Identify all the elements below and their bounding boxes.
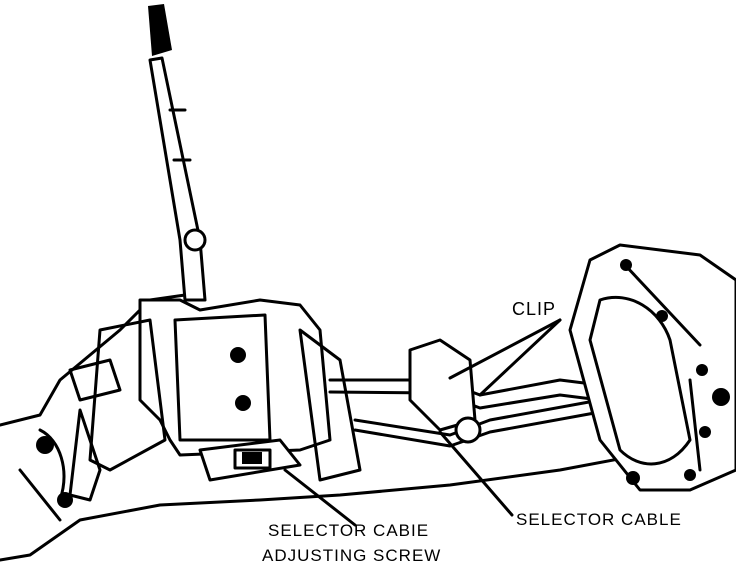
plate-stud: [712, 388, 730, 406]
plate-stud: [696, 364, 708, 376]
shifter-housing: [138, 298, 332, 457]
plate-stud: [626, 471, 640, 485]
housing-bolt: [57, 492, 73, 508]
floor-contour: [18, 428, 66, 522]
shift-knob: [148, 4, 172, 56]
housing-bolt: [230, 347, 246, 363]
adjusting-screw-head: [242, 452, 262, 464]
label-adjusting-screw-line1: SELECTOR CABIE: [268, 521, 430, 540]
label-adjusting-screw-line2: ADJUSTING SCREW: [262, 546, 442, 565]
transmission-plate: [568, 243, 736, 492]
leader-clip: [448, 318, 562, 380]
leader-selector-cable: [438, 430, 514, 517]
housing-bolt: [235, 395, 251, 411]
plate-stud: [699, 426, 711, 438]
plate-stud: [684, 469, 696, 481]
plate-stud: [620, 259, 632, 271]
shift-lever: [148, 56, 207, 302]
plate-stud: [656, 310, 668, 322]
label-clip: CLIP: [512, 299, 557, 319]
housing-bolt: [36, 436, 54, 454]
label-selector-cable: SELECTOR CABLE: [516, 510, 682, 529]
cable-clip-bracket: [408, 338, 477, 432]
leader-adjusting-screw: [283, 468, 357, 527]
